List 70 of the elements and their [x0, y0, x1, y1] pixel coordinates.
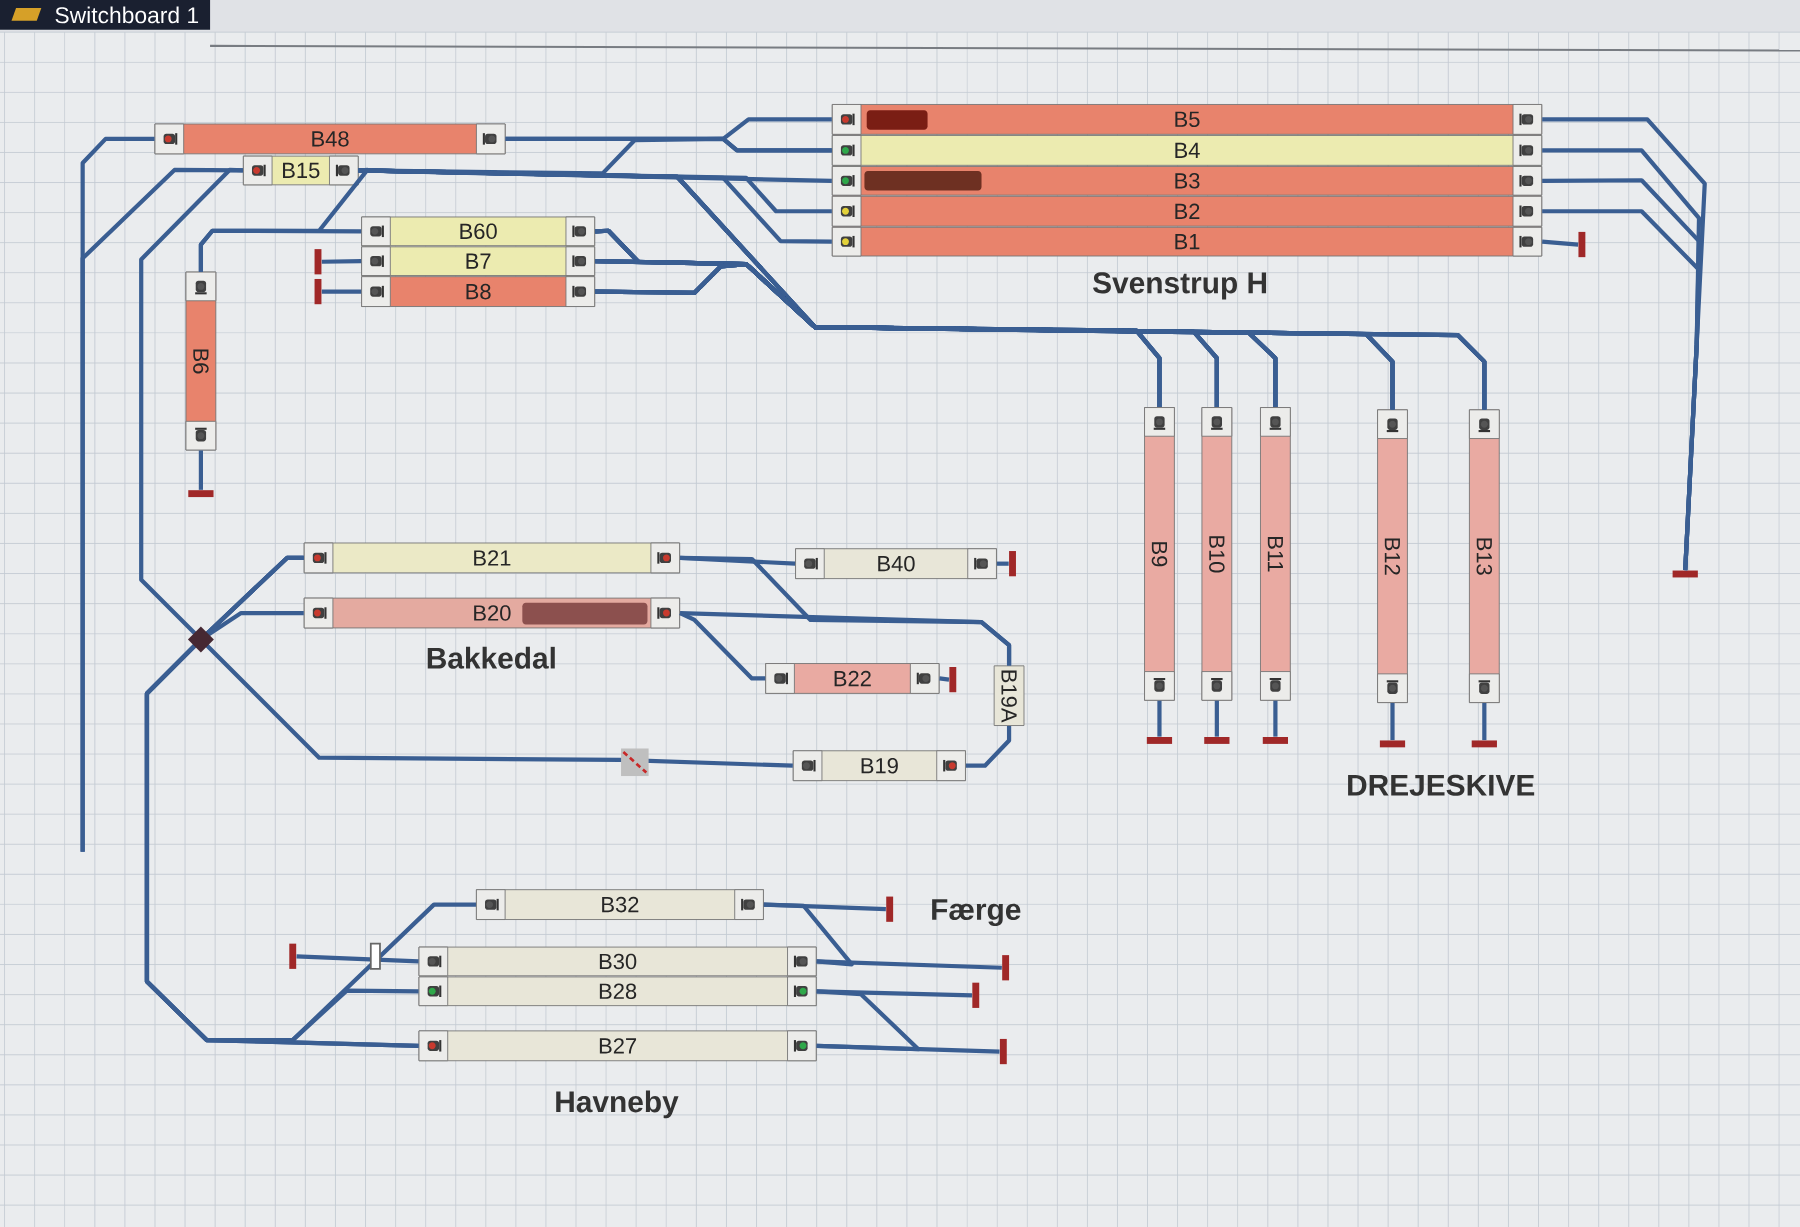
track [198, 228, 362, 272]
track-block: B4 [831, 134, 1543, 166]
track-block: B6 [185, 271, 217, 451]
buffer-stop [972, 982, 980, 1008]
buffer-stop [1002, 955, 1010, 981]
buffer-stop [1262, 736, 1289, 744]
track [1273, 700, 1278, 737]
track [816, 959, 1002, 970]
track [1482, 702, 1487, 740]
station-label: Svenstrup H [1093, 272, 1267, 300]
track-block: B1 [831, 226, 1543, 257]
buffer-stop [289, 943, 297, 969]
track-block: B12 [1377, 409, 1408, 703]
buffer-stop [949, 666, 957, 693]
track-block: B21 [303, 542, 681, 574]
buffer-stop [188, 490, 214, 497]
buffer-stop [999, 1038, 1007, 1065]
track [816, 989, 973, 998]
track [1390, 702, 1395, 740]
buffer-stop [1672, 570, 1698, 578]
track [321, 289, 362, 294]
station-label: Færge [932, 899, 1021, 926]
buffer-stop [314, 278, 322, 305]
track-block: B48 [154, 123, 506, 155]
track-block: B19A [993, 665, 1025, 726]
buffer-stop [1471, 740, 1497, 748]
buffer-stop [1009, 550, 1016, 577]
track-block: B27 [418, 1030, 817, 1062]
track [296, 954, 419, 964]
station-label: Havneby [556, 1090, 679, 1119]
buffer-stop [886, 896, 894, 922]
track-block: B32 [475, 889, 764, 920]
track [1157, 700, 1162, 737]
track-block: B8 [361, 276, 596, 307]
track [680, 610, 1012, 666]
track [996, 561, 1009, 566]
station-label: DREJESKIVE [1348, 774, 1535, 796]
track [816, 1043, 1000, 1054]
track-block: B10 [1201, 407, 1233, 701]
track-block: B60 [361, 216, 596, 247]
track [198, 450, 203, 490]
track-block: B30 [418, 946, 817, 977]
track-block: B2 [831, 195, 1543, 227]
track-block: B22 [765, 663, 940, 694]
track-block: B5 [831, 103, 1543, 135]
track [679, 611, 766, 681]
track-block: B9 [1144, 407, 1175, 701]
track [80, 167, 243, 852]
track-block: B19 [792, 750, 966, 781]
buffer-stop [314, 249, 322, 275]
buffer-stop [1204, 736, 1230, 744]
track-block: B13 [1468, 409, 1500, 703]
track [939, 676, 950, 682]
window-tab: Switchboard 1 [0, 0, 211, 30]
track-block: B11 [1260, 407, 1291, 701]
track-block: B40 [795, 548, 997, 579]
track [139, 167, 793, 768]
track [505, 117, 832, 141]
buffer-stop [1146, 736, 1173, 744]
track-block: B7 [361, 246, 596, 276]
track-block: B28 [418, 976, 817, 1006]
track [1542, 239, 1579, 247]
track [763, 902, 886, 912]
track [321, 259, 362, 264]
track [1214, 700, 1219, 737]
track [965, 725, 1012, 768]
track-block: B15 [242, 155, 359, 186]
buffer-stop [1578, 231, 1586, 258]
buffer-stop [1379, 740, 1406, 748]
station-label: Bakkedal [427, 646, 555, 669]
